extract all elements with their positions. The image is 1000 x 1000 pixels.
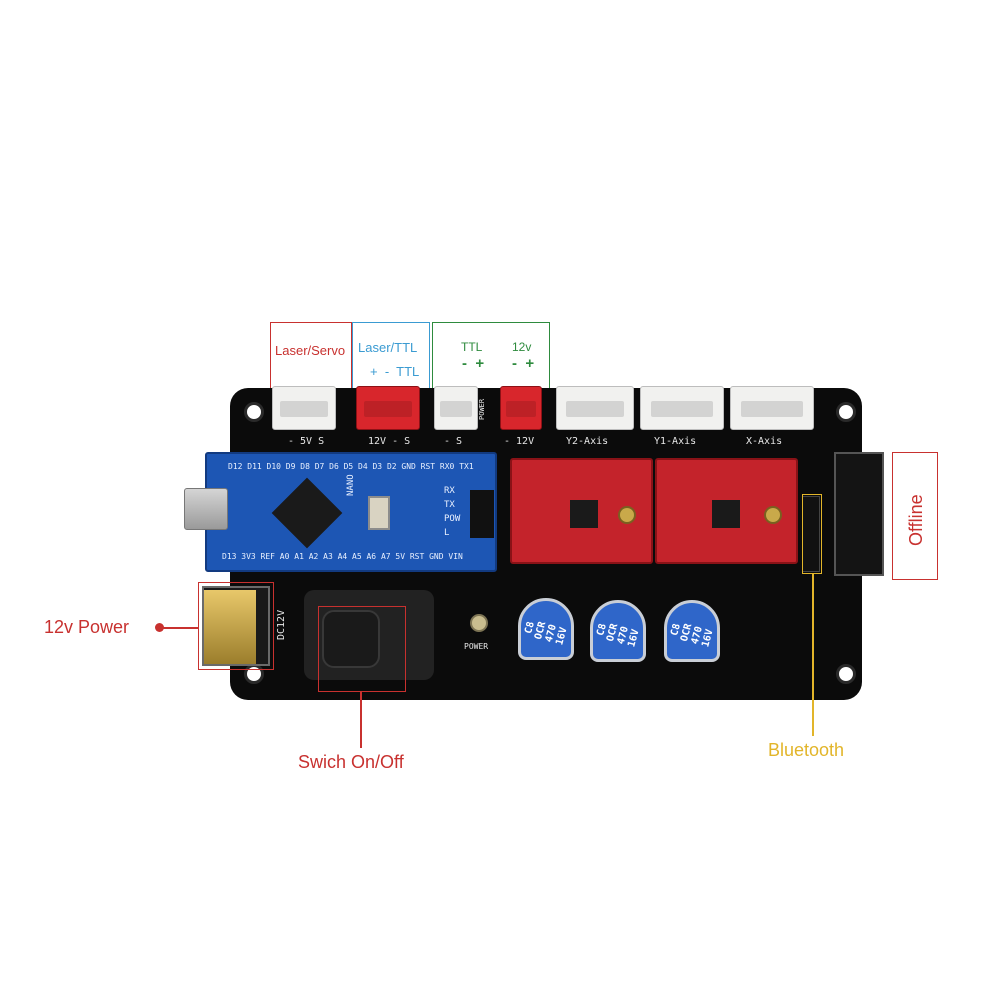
bluetooth-callout-line (812, 574, 814, 736)
silk-laser-servo-pins: - 5V S (288, 436, 325, 447)
power-label: 12v Power (44, 617, 130, 637)
power-callout-dot (155, 623, 164, 632)
x-axis-connector (730, 386, 814, 430)
nano-bottom-pin-labels: D13 3V3 REF A0 A1 A2 A3 A4 A5 A6 A7 5V R… (222, 552, 463, 561)
bluetooth-callout-box (802, 494, 822, 574)
nano-icsp-header (470, 490, 494, 538)
capacitor-2 (590, 600, 646, 662)
offline-label: Offline (906, 494, 926, 546)
ttl-connector (434, 386, 478, 430)
switch-callout-box (318, 606, 406, 692)
power-callout-box (198, 582, 274, 670)
silk-power-small: POWER (478, 398, 486, 420)
arduino-nano (205, 452, 497, 572)
twelve-v-pin-label: - + (512, 355, 535, 372)
driver-y1-chip (712, 500, 740, 528)
silk-laser-ttl-pins: 12V - S (368, 436, 411, 447)
y2-axis-connector (556, 386, 634, 430)
offline-callout-box (892, 452, 938, 580)
dc-jack-metal (204, 590, 256, 664)
silk-power-led: POWER (464, 642, 489, 651)
laser-ttl-connector (356, 386, 420, 430)
bluetooth-label: Bluetooth (768, 740, 845, 760)
laser-servo-label: Laser/Servo (275, 343, 346, 358)
power-callout-line (160, 627, 198, 629)
nano-led-rx: RX (444, 486, 455, 496)
nano-led-pow: POW (444, 514, 461, 524)
mount-hole-bottom-right (836, 664, 856, 684)
nano-led-labels: RX TX POW L (444, 486, 468, 542)
power-led (470, 614, 488, 632)
laser-servo-connector (272, 386, 336, 430)
mount-hole-top-right (836, 402, 856, 422)
silk-x-axis: X-Axis (746, 436, 783, 447)
capacitor-3 (664, 600, 720, 662)
mini-usb-port[interactable] (184, 488, 228, 530)
nano-top-pin-labels: D12 D11 D10 D9 D8 D7 D6 D5 D4 D3 D2 GND … (228, 462, 474, 471)
silk-y2-axis: Y2-Axis (566, 436, 609, 447)
power-12v-connector (500, 386, 542, 430)
nano-reset-button[interactable] (368, 496, 390, 530)
mount-hole-top-left (244, 402, 264, 422)
driver-y2-potentiometer[interactable] (618, 506, 636, 524)
nano-led-tx: TX (444, 500, 455, 510)
ttl-pin-label: - + (462, 355, 485, 372)
driver-y1-potentiometer[interactable] (764, 506, 782, 524)
silk-power-pins: - 12V (504, 436, 535, 447)
power-switch-button[interactable] (322, 610, 380, 668)
laser-ttl-pin-label: + - TTL (370, 364, 420, 379)
laser-ttl-label: Laser/TTL (358, 340, 418, 355)
silk-y1-axis: Y1-Axis (654, 436, 697, 447)
nano-led-l: L (444, 528, 450, 538)
capacitor-1 (518, 598, 574, 660)
offline-header (834, 452, 884, 576)
switch-callout-line (360, 692, 362, 748)
y1-axis-connector (640, 386, 724, 430)
silk-ttl-pins: - S (444, 436, 463, 447)
silk-dc12v: DC12V (276, 609, 287, 640)
driver-y2-chip (570, 500, 598, 528)
nano-board-name: NANO (346, 474, 356, 496)
switch-label: Swich On/Off (298, 752, 404, 772)
ttl-label: TTL (461, 340, 483, 354)
twelve-v-label: 12v (512, 340, 532, 354)
